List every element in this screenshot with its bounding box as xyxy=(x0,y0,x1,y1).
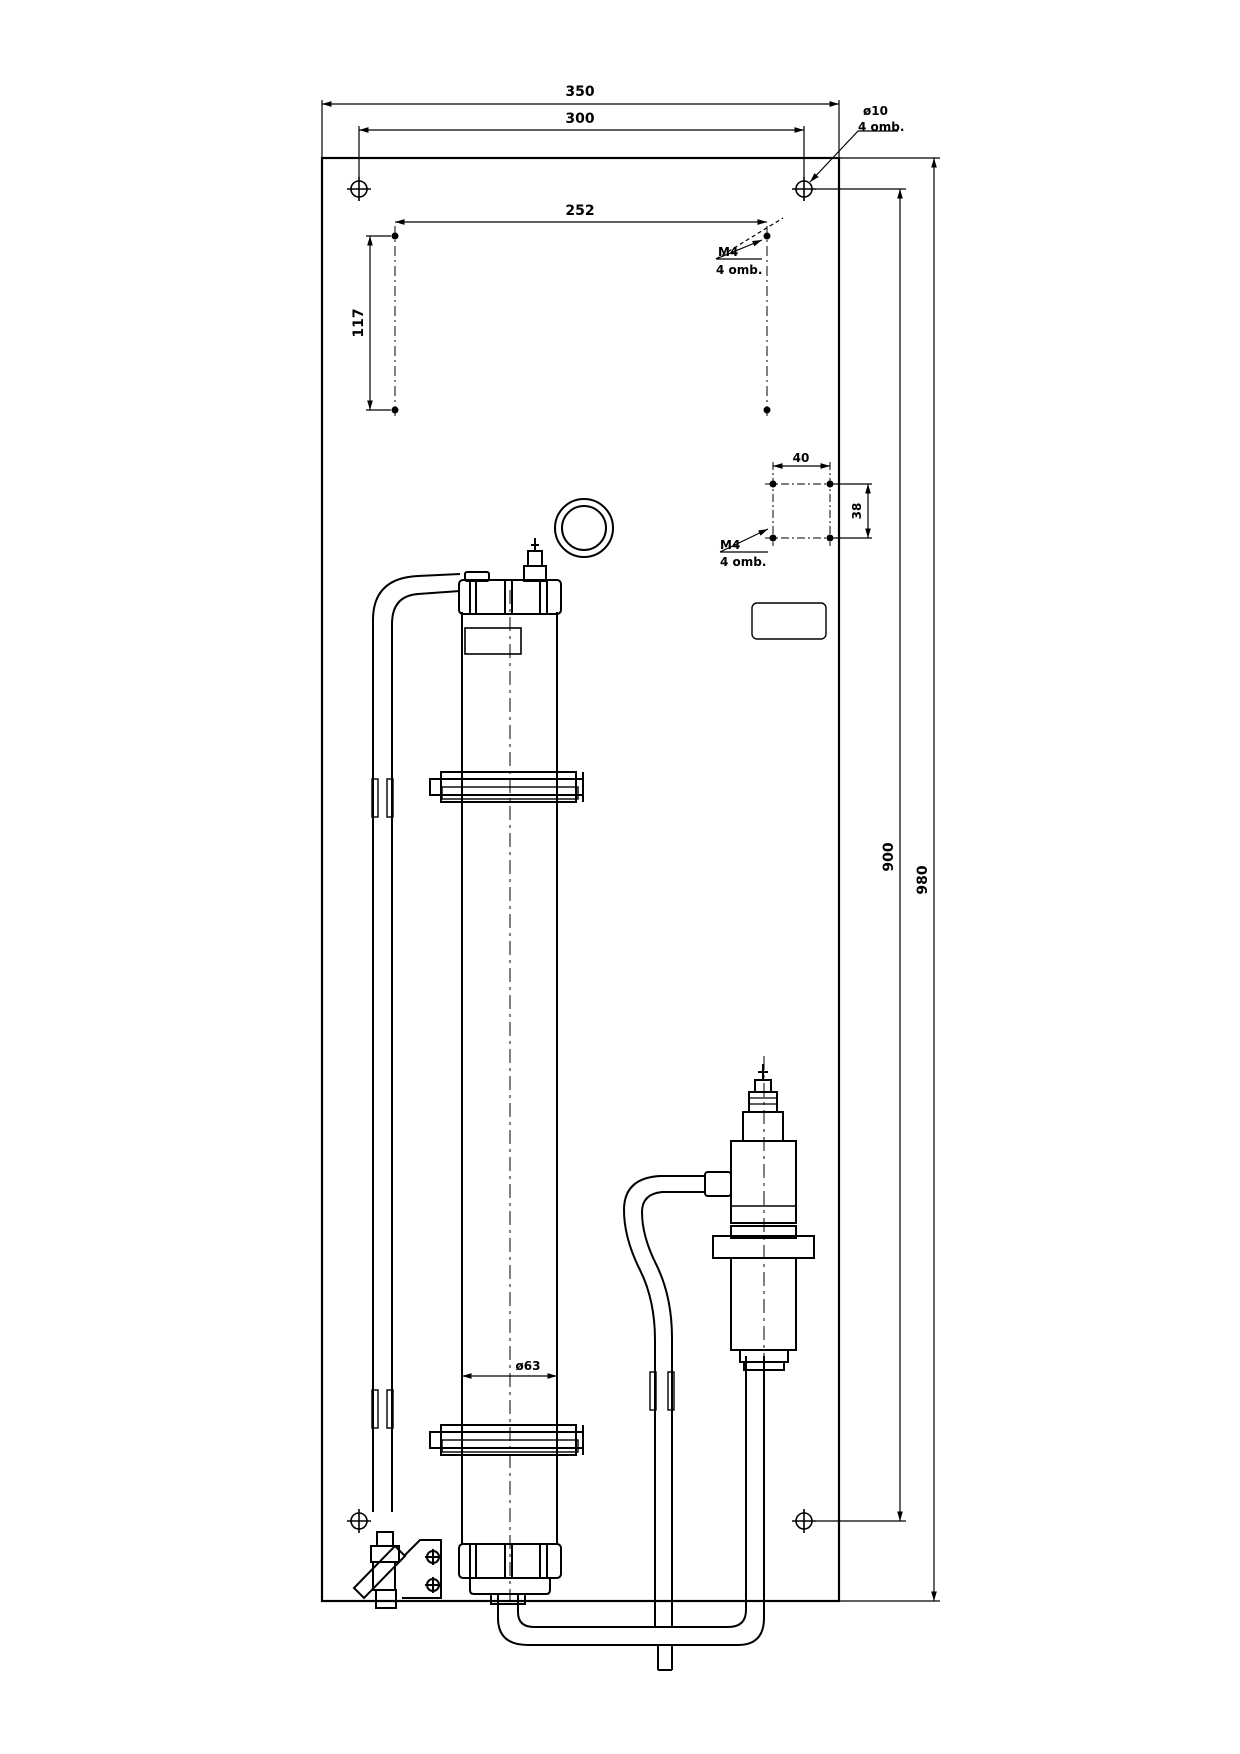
corner-hole-spacing-v-label: 900 xyxy=(881,842,897,871)
corner-hole-spacing-h-dimension xyxy=(358,126,805,178)
panel-height-label: 980 xyxy=(915,865,931,894)
panel-height-dimension xyxy=(839,157,940,1602)
bottom-return-pipe xyxy=(490,1356,765,1671)
top-m4-spacing-v-label: 117 xyxy=(351,308,367,337)
column-dia-label: ø63 xyxy=(516,1359,541,1373)
column-clamp-upper xyxy=(429,771,584,803)
label-plate xyxy=(751,602,827,640)
small-m4-label: M4 xyxy=(720,538,740,552)
top-m4-qty-label: 4 omb. xyxy=(716,263,762,277)
small-m4-holes xyxy=(769,480,834,542)
corner-hole xyxy=(792,177,816,201)
top-m4-holes xyxy=(391,232,771,414)
top-m4-label: M4 xyxy=(718,245,738,259)
corner-hole-spacing-v-dimension xyxy=(816,188,906,1522)
top-m4-spacing-v-dimension xyxy=(366,235,391,411)
small-m4-spacing-v-dimension xyxy=(834,483,872,539)
small-m4-qty-label: 4 omb. xyxy=(720,555,766,569)
small-m4-spacing-h-label: 40 xyxy=(793,451,810,465)
mounting-panel xyxy=(320,156,841,1603)
column-clamp-lower xyxy=(429,1424,584,1456)
corner-hole xyxy=(792,1509,816,1533)
top-m4-spacing-h-label: 252 xyxy=(565,203,594,219)
corner-hole-dia-label: ø10 xyxy=(863,104,888,118)
inlet-tube xyxy=(371,573,461,1512)
top-m4-centerlines xyxy=(394,226,768,420)
corner-hole xyxy=(347,1509,371,1533)
filter-column xyxy=(461,612,558,1544)
corner-holes xyxy=(347,177,816,1533)
drain-valve xyxy=(352,1531,442,1609)
top-m4-leader xyxy=(715,217,784,260)
corner-hole-leader xyxy=(809,130,898,183)
panel-width-dimension xyxy=(321,100,840,158)
sensor-feed-tube xyxy=(622,1171,732,1627)
panel-width-label: 350 xyxy=(565,84,594,100)
corner-hole xyxy=(347,177,371,201)
sensor-probe xyxy=(712,1064,815,1371)
small-m4-leader xyxy=(719,528,769,553)
corner-hole-spacing-h-label: 300 xyxy=(565,111,594,127)
corner-hole-qty-label: 4 omb. xyxy=(858,120,904,134)
small-m4-spacing-v-label: 38 xyxy=(850,503,864,520)
small-m4-centerlines xyxy=(765,462,838,546)
column-top-cap xyxy=(458,538,562,615)
pipe-outlet-ring xyxy=(554,498,614,558)
